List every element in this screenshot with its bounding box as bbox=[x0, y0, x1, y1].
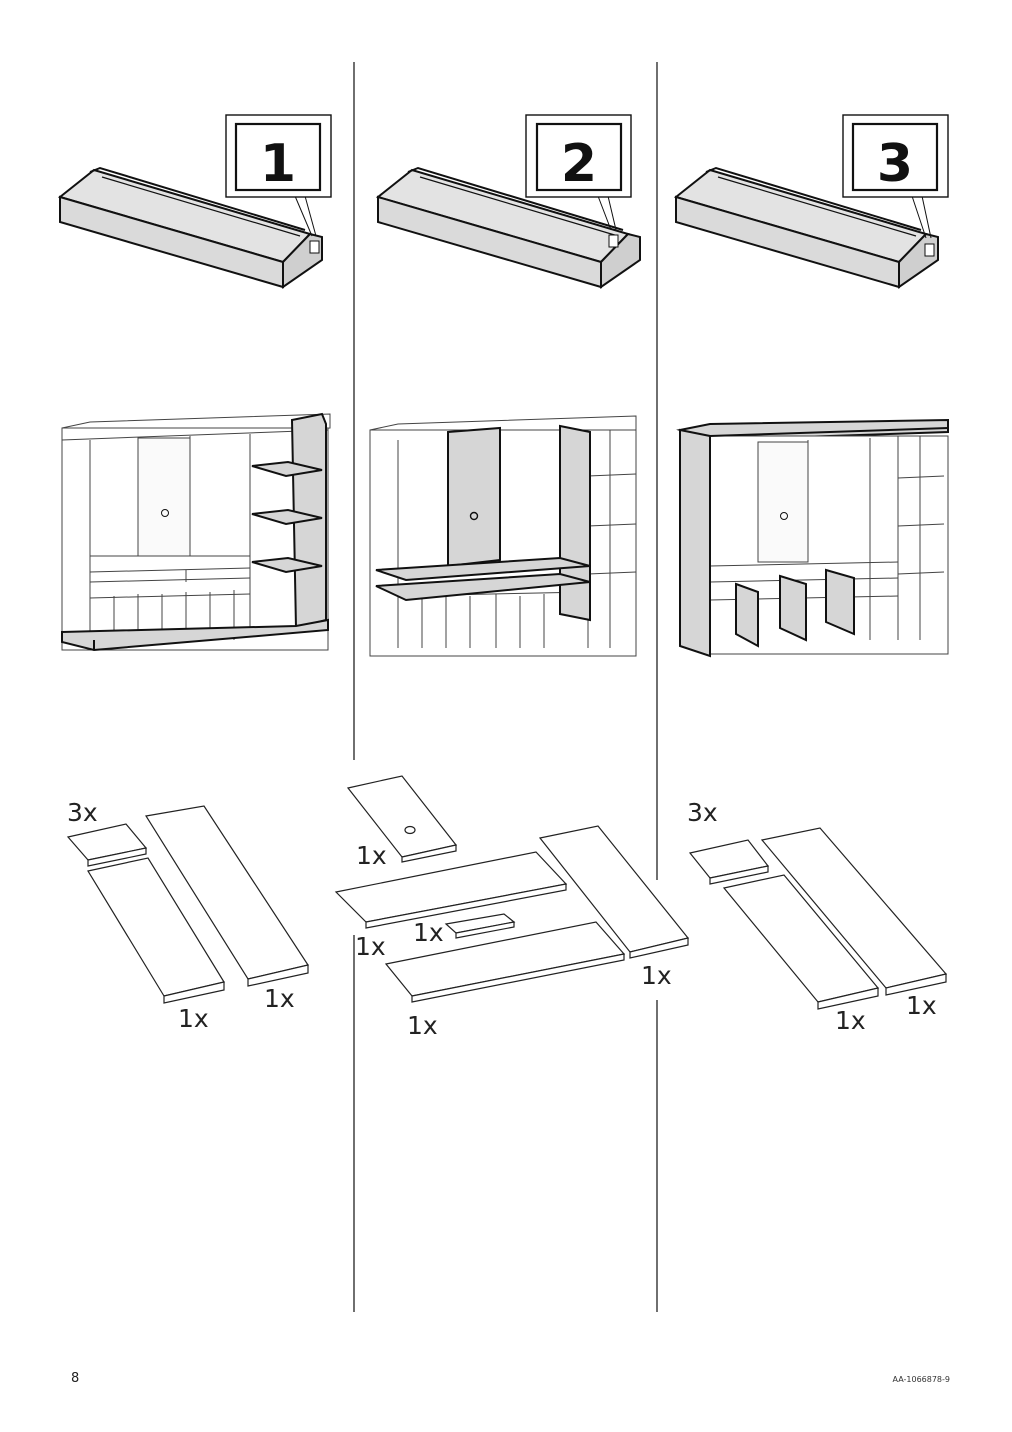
package-box-icon bbox=[375, 166, 641, 289]
package-number: 2 bbox=[561, 134, 597, 194]
shelving-unit-diagram bbox=[369, 415, 637, 657]
quantity-label: 1x bbox=[906, 991, 937, 1020]
shelving-unit-diagram bbox=[61, 412, 331, 652]
package-1-callout: 1 bbox=[225, 114, 332, 198]
package-3-callout: 3 bbox=[842, 114, 949, 198]
quantity-label: 1x bbox=[178, 1004, 209, 1033]
quantity-label: 1x bbox=[355, 932, 386, 961]
quantity-label: 1x bbox=[413, 918, 444, 947]
panel-part-icon bbox=[760, 827, 948, 996]
package-box-icon bbox=[673, 166, 939, 289]
package-box-icon bbox=[57, 166, 323, 289]
package-number: 3 bbox=[877, 134, 913, 194]
quantity-label: 1x bbox=[835, 1006, 866, 1035]
quantity-label: 1x bbox=[407, 1011, 438, 1040]
panel-part-icon bbox=[722, 874, 880, 1010]
panel-part-icon bbox=[145, 805, 309, 987]
quantity-label: 1x bbox=[641, 961, 672, 990]
panel-part-icon bbox=[688, 839, 770, 885]
panel-part-icon bbox=[444, 913, 516, 939]
panel-part-icon bbox=[384, 921, 626, 1003]
panel-part-icon bbox=[538, 825, 690, 959]
shelving-unit-diagram bbox=[676, 418, 949, 658]
panel-part-icon bbox=[87, 857, 225, 1004]
quantity-label: 3x bbox=[67, 798, 98, 827]
panel-part-icon bbox=[334, 851, 568, 929]
page-number: 8 bbox=[71, 1371, 80, 1386]
package-number: 1 bbox=[260, 134, 296, 194]
document-id: AA-1066878-9 bbox=[892, 1375, 950, 1384]
panel-part-icon bbox=[66, 823, 148, 867]
panel-part-icon bbox=[346, 775, 458, 863]
quantity-label: 3x bbox=[687, 798, 718, 827]
quantity-label: 1x bbox=[264, 984, 295, 1013]
quantity-label: 1x bbox=[356, 841, 387, 870]
package-2-callout: 2 bbox=[525, 114, 632, 198]
